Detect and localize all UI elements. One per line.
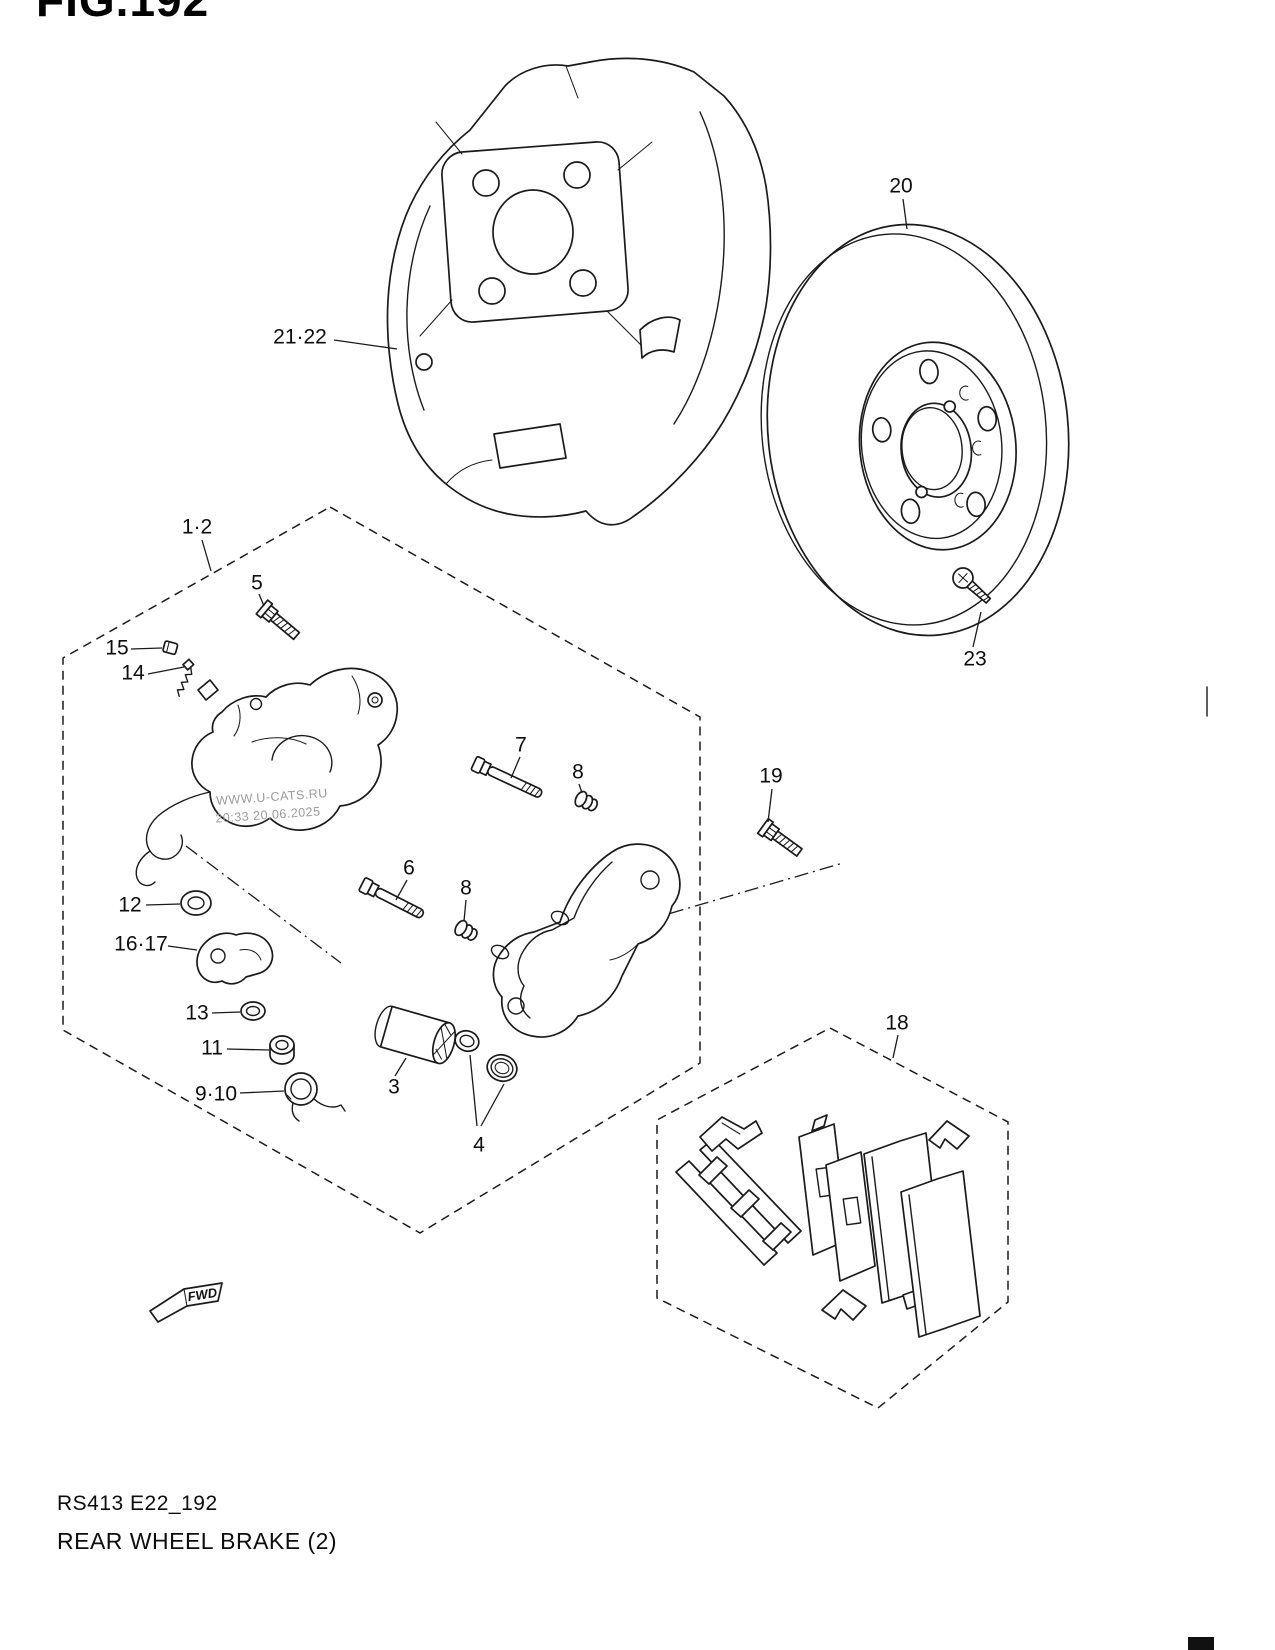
part-label-11: 11 (201, 1036, 223, 1060)
caliper-lever-arm (145, 791, 211, 860)
lever-16-17 (196, 932, 274, 985)
backing-plate-slot (493, 423, 567, 469)
piston-boot-4b (486, 1053, 518, 1083)
figure-code: RS413 E22_192 (57, 1492, 218, 1515)
slide-pin-6 (358, 877, 425, 919)
part-label-8-upper: 8 (572, 760, 584, 784)
figure-title: FIG.192 (36, 0, 210, 26)
pad-kit (675, 1114, 981, 1338)
rotor-center-hole (900, 402, 973, 498)
figure-caption: REAR WHEEL BRAKE (2) (57, 1528, 338, 1554)
piston-seal-4a (454, 1029, 480, 1053)
part-label-7: 7 (515, 733, 527, 757)
rotor-rim (760, 233, 1048, 626)
part-label-3: 3 (388, 1075, 400, 1099)
centerline-caliper (185, 845, 342, 964)
brake-pad-outer (900, 1170, 981, 1338)
part-label-9-10: 9·10 (194, 1082, 238, 1106)
bleeder-cap-15 (162, 640, 179, 656)
nut-11 (269, 1035, 295, 1065)
caliper-outline (191, 667, 399, 831)
part-label-5: 5 (251, 571, 263, 595)
pad-clip-bottom (821, 1289, 867, 1321)
caliper-assembly-boundary (62, 506, 701, 1234)
pad-kit-boundary (656, 1027, 1009, 1409)
slide-pin-7 (470, 756, 543, 798)
backing-plate-center-hole (492, 189, 574, 275)
part-label-18: 18 (885, 1011, 909, 1035)
pad-shim-outer (825, 1151, 876, 1282)
piston-3 (374, 1005, 457, 1065)
part-label-13: 13 (185, 1001, 209, 1025)
fwd-label: FWD (187, 1285, 219, 1305)
caliper-bracket (490, 843, 681, 1038)
ring-13 (240, 1001, 266, 1021)
caliper-bolt-5 (255, 599, 301, 641)
part-label-21-22: 21·22 (273, 325, 327, 349)
part-label-19: 19 (759, 764, 783, 788)
part-label-4: 4 (473, 1133, 485, 1157)
rotor-hole-marks (954, 385, 982, 508)
page-edge-marks (1188, 686, 1214, 1650)
part-label-8-lower: 8 (460, 876, 472, 900)
spring-9-10 (284, 1072, 346, 1122)
rotor-screw (952, 567, 992, 604)
rotor-bolt-holes (871, 358, 998, 525)
part-label-16-17: 16·17 (114, 932, 168, 956)
part-label-1-2: 1·2 (181, 515, 213, 539)
pin-boot-8-lower (454, 919, 478, 941)
washer-12 (180, 890, 212, 916)
backing-plate (386, 57, 772, 526)
part-label-20: 20 (889, 174, 913, 198)
part-label-23: 23 (963, 647, 987, 671)
pad-spring-frame (675, 1116, 802, 1266)
fwd-arrow: FWD (149, 1282, 223, 1323)
caliper-body (135, 667, 399, 887)
bleeder-screw-14 (176, 658, 195, 698)
leader-lines (130, 198, 982, 1127)
part-label-6: 6 (403, 856, 415, 880)
mounting-bolt-19 (756, 817, 803, 857)
part-label-14: 14 (121, 661, 145, 685)
brake-rotor (760, 223, 1070, 637)
bracket-outline (492, 843, 681, 1038)
part-label-15: 15 (105, 636, 129, 660)
pad-clip-top (928, 1120, 970, 1150)
pin-boot-8-upper (574, 790, 599, 812)
part-label-12: 12 (118, 893, 142, 917)
